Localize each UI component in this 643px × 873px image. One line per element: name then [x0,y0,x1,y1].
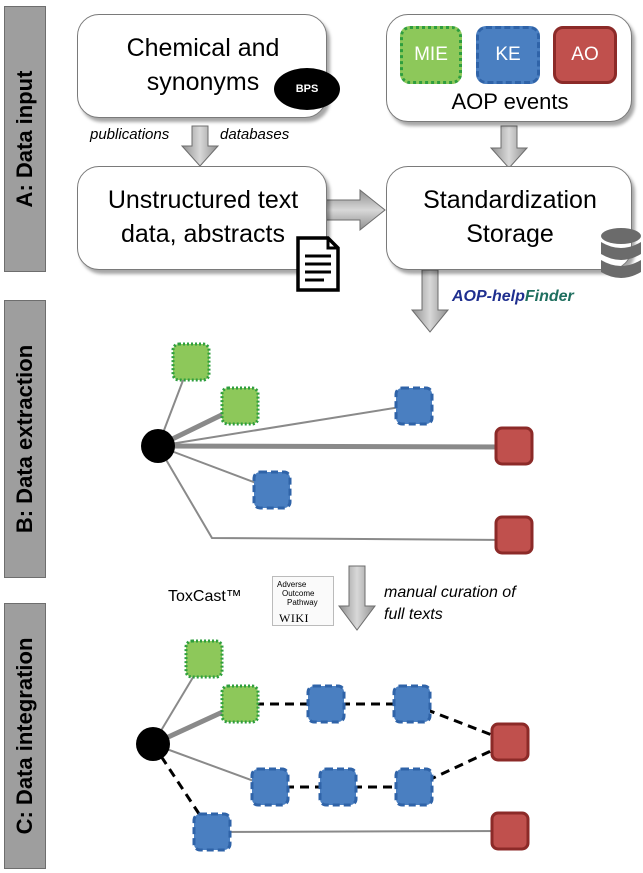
manual-curation-line1: manual curation of [384,584,516,601]
publications-label: publications [90,126,170,143]
mie-node-b1 [171,342,211,382]
ao-node-c1 [490,722,530,762]
ke-node-c1 [306,684,346,724]
standardization-storage-box: Standardization Storage [386,166,632,270]
ke-node-c5 [394,767,434,807]
aop-helpfinder-part1: AOP-help [452,288,525,305]
ao-event: AO [553,26,617,84]
chemical-line1: Chemical and [126,34,280,62]
bps-badge: BPS [274,68,340,110]
ke-node-c2 [392,684,432,724]
ke-node-c3 [250,767,290,807]
ao-node-c2 [490,811,530,851]
aop-helpfinder-part2: Finder [524,288,574,305]
chemical-node-c [136,727,170,761]
document-icon [296,236,340,292]
storage-label: Storage [466,220,554,248]
ke-node-b1 [394,386,434,426]
mie-event-label: MIE [414,44,448,65]
unstructured-text-box: Unstructured text data, abstracts [77,166,327,270]
ke-node-c6 [192,812,232,852]
mie-event: MIE [400,26,462,84]
section-a-tab: A: Data input [4,6,46,272]
chemical-node-b [141,429,175,463]
section-b-tab: B: Data extraction [4,300,46,578]
arrow-down-1 [180,125,220,167]
aop-wiki-word: WIKI [279,611,309,625]
manual-curation-line2: full texts [384,606,443,623]
aop-wiki-logo: Adverse Outcome Pathway WIKI [272,576,334,626]
bps-badge-label: BPS [295,83,319,95]
arrow-right-1 [321,188,386,232]
aop-wiki-line1: Adverse [277,580,307,589]
ao-node-b2 [494,515,534,555]
aop-wiki-line3: Pathway [287,598,318,607]
ke-node-c4 [318,767,358,807]
databases-label: databases [220,126,290,143]
ke-event-label: KE [495,44,521,65]
ke-node-b2 [252,470,292,510]
arrow-down-4 [338,565,376,631]
toxcast-label: ToxCast™ [168,588,242,605]
section-c-tab: C: Data integration [4,603,46,869]
chemical-line2: synonyms [146,68,260,96]
mie-node-c2 [220,684,260,724]
mie-node-c1 [184,639,224,679]
standardization-label: Standardization [423,186,597,214]
ke-event: KE [476,26,540,84]
ao-node-b1 [494,426,534,466]
unstructured-line1: Unstructured text [107,186,299,214]
unstructured-line2: data, abstracts [121,220,285,248]
aop-helpfinder-label: AOP-helpFinder [452,288,574,306]
arrow-down-3 [410,269,450,333]
aop-wiki-line2: Outcome [282,589,315,598]
aop-events-label: AOP events [451,89,569,114]
ao-event-label: AO [571,44,599,65]
mie-node-b2 [220,386,260,426]
database-icon [601,228,641,278]
arrow-down-2 [489,125,529,169]
